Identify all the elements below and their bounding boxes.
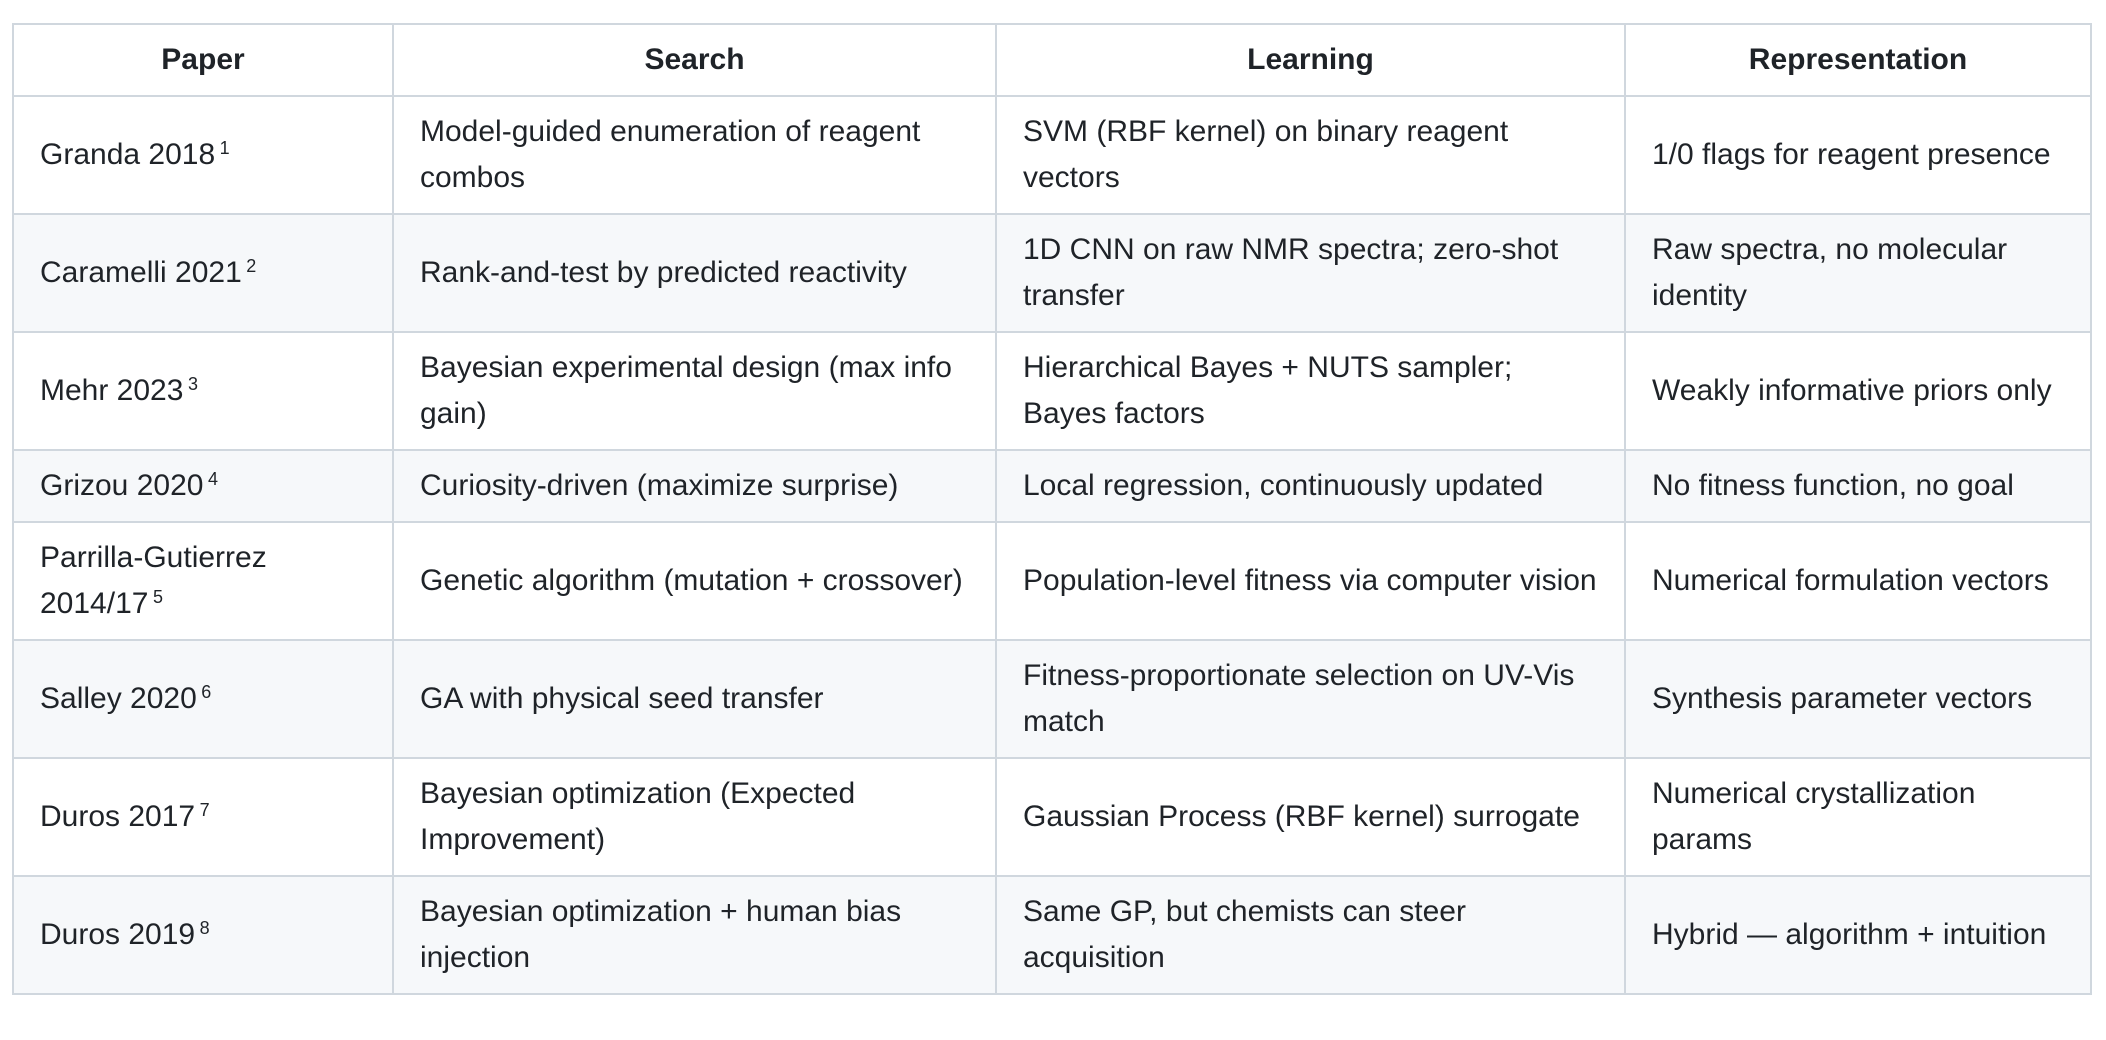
- representation-cell: Numerical crystallization params: [1624, 757, 2092, 877]
- representation-cell: Weakly informative priors only: [1624, 331, 2092, 451]
- footnote-ref: 4: [207, 469, 218, 490]
- comparison-table: Paper Search Learning Representation Gra…: [12, 23, 2092, 995]
- paper-name: Mehr 2023: [40, 374, 184, 407]
- footnote-ref: 7: [199, 800, 210, 821]
- document-page: Paper Search Learning Representation Gra…: [12, 23, 2092, 995]
- paper-name: Salley 2020: [40, 682, 197, 715]
- learning-cell: Population-level fitness via computer vi…: [995, 521, 1626, 641]
- learning-cell: 1D CNN on raw NMR spectra; zero-shot tra…: [995, 213, 1626, 333]
- learning-cell: Local regression, continuously updated: [995, 449, 1626, 523]
- representation-cell: 1/0 flags for reagent presence: [1624, 95, 2092, 215]
- table-header: Paper Search Learning Representation: [12, 23, 2092, 97]
- footnote-ref: 3: [187, 374, 198, 395]
- column-header-search: Search: [392, 23, 997, 97]
- learning-cell: Same GP, but chemists can steer acquisit…: [995, 875, 1626, 995]
- paper-name: Caramelli 2021: [40, 256, 242, 289]
- search-cell: GA with physical seed transfer: [392, 639, 997, 759]
- search-cell: Bayesian optimization + human bias injec…: [392, 875, 997, 995]
- footnote-ref: 6: [201, 682, 212, 703]
- representation-cell: Raw spectra, no molecular identity: [1624, 213, 2092, 333]
- paper-name: Duros 2017: [40, 800, 196, 833]
- paper-name: Grizou 2020: [40, 469, 204, 502]
- header-row: Paper Search Learning Representation: [12, 23, 2092, 97]
- column-header-paper: Paper: [12, 23, 394, 97]
- search-cell: Genetic algorithm (mutation + crossover): [392, 521, 997, 641]
- search-cell: Bayesian experimental design (max info g…: [392, 331, 997, 451]
- learning-cell: Hierarchical Bayes + NUTS sampler; Bayes…: [995, 331, 1626, 451]
- learning-cell: Gaussian Process (RBF kernel) surrogate: [995, 757, 1626, 877]
- column-header-representation: Representation: [1624, 23, 2092, 97]
- representation-cell: Numerical formulation vectors: [1624, 521, 2092, 641]
- learning-cell: Fitness-proportionate selection on UV-Vi…: [995, 639, 1626, 759]
- column-header-learning: Learning: [995, 23, 1626, 97]
- footnote-ref: 5: [152, 587, 163, 608]
- representation-cell: Hybrid — algorithm + intuition: [1624, 875, 2092, 995]
- footnote-ref: 2: [246, 256, 257, 277]
- search-cell: Bayesian optimization (Expected Improvem…: [392, 757, 997, 877]
- paper-name: Duros 2019: [40, 918, 196, 951]
- paper-name: Granda 2018: [40, 138, 216, 171]
- search-cell: Model-guided enumeration of reagent comb…: [392, 95, 997, 215]
- paper-name: Parrilla-Gutierrez 2014/17: [40, 541, 267, 620]
- footnote-ref: 8: [199, 918, 210, 939]
- footnote-ref: 1: [219, 138, 230, 159]
- search-cell: Curiosity-driven (maximize surprise): [392, 449, 997, 523]
- representation-cell: No fitness function, no goal: [1624, 449, 2092, 523]
- search-cell: Rank-and-test by predicted reactivity: [392, 213, 997, 333]
- representation-cell: Synthesis parameter vectors: [1624, 639, 2092, 759]
- learning-cell: SVM (RBF kernel) on binary reagent vecto…: [995, 95, 1626, 215]
